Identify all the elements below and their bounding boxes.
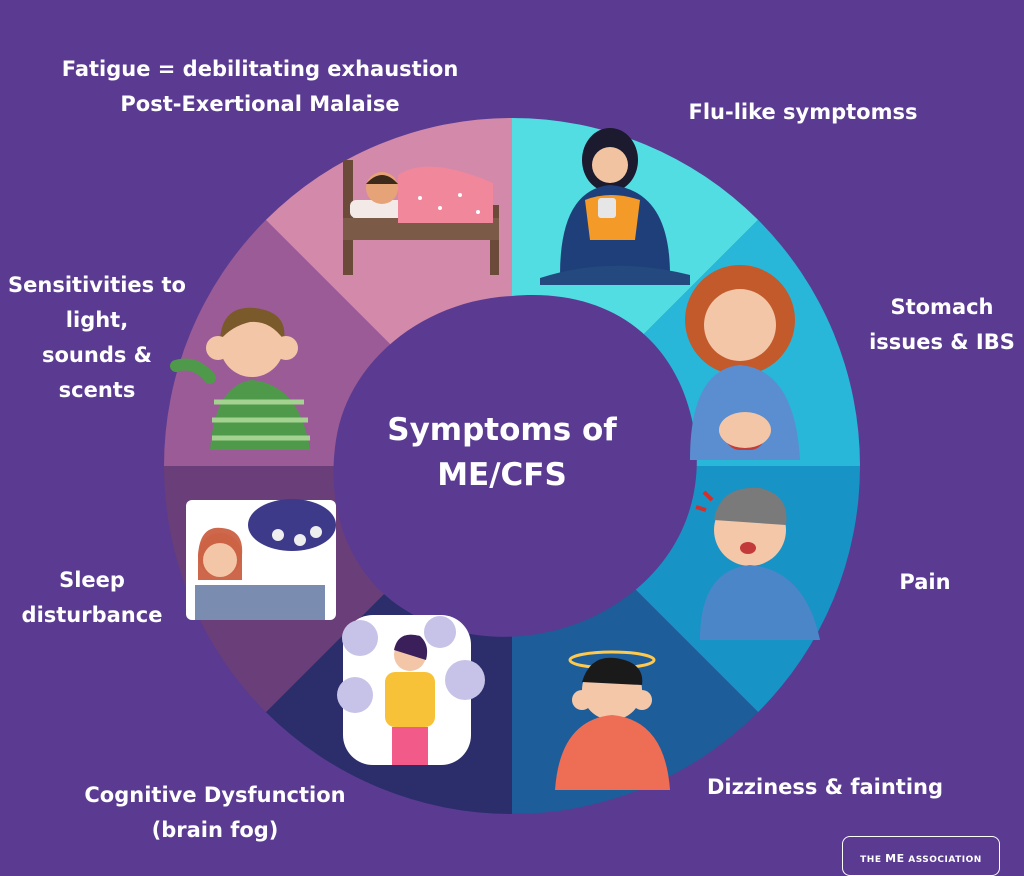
label-cognitive-line-2: (brain fog)	[151, 818, 279, 842]
label-stomach-line-1: Stomach	[890, 295, 994, 319]
label-sensitivities-line-1: Sensitivities to	[8, 273, 186, 297]
label-sleep: Sleep disturbance	[2, 563, 182, 633]
label-pain-line-1: Pain	[899, 570, 951, 594]
sick-woman-blanket-icon	[540, 128, 690, 285]
me-association-logo: THE ME ASSOCIATION	[842, 836, 1000, 876]
center-title-line-2: ME/CFS	[437, 457, 567, 493]
label-dizziness: Dizziness & fainting	[695, 770, 955, 805]
dizzy-man-icon	[555, 650, 670, 790]
logo-prefix: THE	[860, 855, 882, 865]
label-sensitivities: Sensitivities to light, sounds & scents	[2, 268, 192, 408]
label-fatigue: Fatigue = debilitating exhaustion Post-E…	[60, 52, 460, 122]
logo-brand: ME	[885, 852, 905, 865]
label-sleep-line-1: Sleep	[59, 568, 125, 592]
stomach-ache-woman-icon	[685, 265, 800, 460]
sleepless-woman-icon	[186, 499, 336, 620]
label-sleep-line-2: disturbance	[21, 603, 163, 627]
label-pain: Pain	[880, 565, 970, 600]
logo-suffix: ASSOCIATION	[908, 855, 982, 865]
label-stomach-line-2: issues & IBS	[869, 330, 1015, 354]
label-fatigue-line-2: Post-Exertional Malaise	[120, 92, 400, 116]
label-sensitivities-line-4: scents	[58, 378, 136, 402]
center-circle	[333, 295, 697, 637]
label-sensitivities-line-3: sounds &	[42, 343, 152, 367]
label-sensitivities-line-2: light,	[65, 308, 129, 332]
label-cognitive-line-1: Cognitive Dysfunction	[84, 783, 346, 807]
label-flu-line-1: Flu-like symptomss	[688, 100, 918, 124]
label-fatigue-line-1: Fatigue = debilitating exhaustion	[61, 57, 459, 81]
label-flu: Flu-like symptomss	[668, 95, 938, 130]
label-dizziness-line-1: Dizziness & fainting	[706, 775, 944, 799]
brain-fog-woman-icon	[337, 615, 485, 765]
center-title: Symptoms of ME/CFS	[352, 408, 652, 498]
resting-in-bed-icon	[343, 160, 499, 275]
center-title-line-1: Symptoms of	[387, 412, 617, 448]
label-cognitive: Cognitive Dysfunction (brain fog)	[65, 778, 365, 848]
label-stomach: Stomach issues & IBS	[862, 290, 1022, 360]
neck-pain-man-icon	[695, 487, 820, 640]
covering-ears-man-icon	[170, 307, 310, 450]
